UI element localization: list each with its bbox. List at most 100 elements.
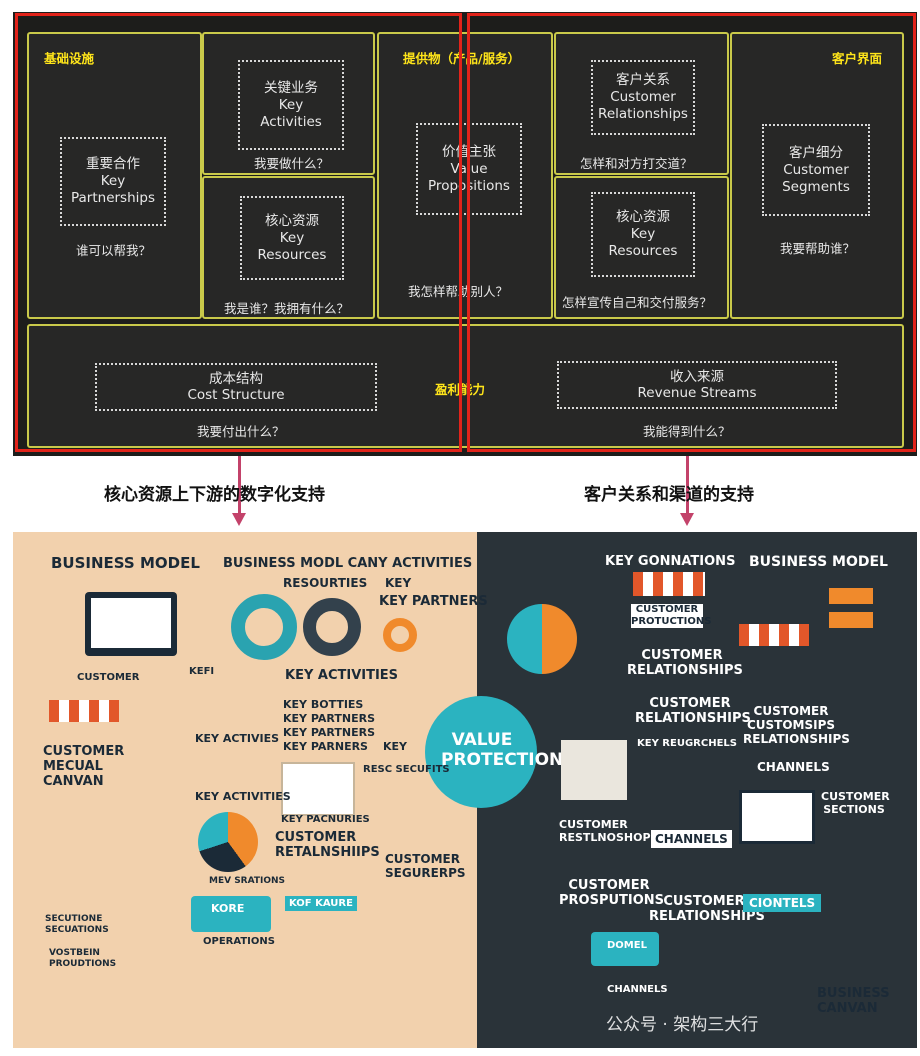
cost-structure-question: 我要付出什么？ <box>197 424 285 439</box>
infrastructure-header: 基础设施 <box>44 51 95 66</box>
poster-text: CUSTOMER PROTUCTIONS <box>631 604 712 628</box>
poster-text: CUSTOMER RELATIONSHIPS <box>649 894 765 924</box>
value-circle <box>425 696 537 808</box>
key-resources-box: 核心资源 Key Resources <box>240 196 344 280</box>
poster-text: KEY REUGRCHELS <box>637 738 737 749</box>
poster-text: RESOURTIES <box>283 576 368 590</box>
poster-text: CUSTOMER PROSPUTIONS <box>559 878 665 908</box>
poster-text: KEY ACTIVITIES <box>195 790 291 803</box>
pie-chart-icon <box>198 812 258 872</box>
poster-text: BUSINESS MODL CANY ACTIVITIES <box>223 556 473 571</box>
awning-icon <box>739 624 809 646</box>
poster-text: KEY <box>383 740 408 753</box>
truck-icon <box>191 896 271 932</box>
customer-relationships-en2: Relationships <box>598 106 688 122</box>
left-arrow-line <box>238 456 241 514</box>
customer-relationships-box: 客户关系 Customer Relationships <box>591 60 695 135</box>
key-partnerships-en2: Partnerships <box>70 190 155 206</box>
right-arrow-head <box>680 513 694 526</box>
customer-segments-cell: 客户界面 客户细分 Customer Segments 我要帮助谁？ <box>730 32 904 319</box>
poster-text: CUSTOMER MECUAL CANVAN <box>43 744 125 789</box>
key-activities-en2: Activities <box>260 113 322 130</box>
channels-zh: 核心资源 <box>616 209 670 225</box>
laptop-icon <box>739 790 815 844</box>
key-activities-cell: 关键业务 Key Activities 我要做什么？ <box>202 32 375 175</box>
poster-text: KORE <box>211 902 245 915</box>
poster-text: CUSTOMER <box>77 672 140 683</box>
gear-icon <box>383 618 417 652</box>
poster-text: CUSTOMER SECTIONS <box>821 790 890 816</box>
poster-text: CHANNELS <box>651 830 732 848</box>
key-activities-en1: Key <box>278 96 304 113</box>
poster-text: KOF KAURE <box>285 896 357 911</box>
poster-text: CIONTELS <box>743 894 822 912</box>
business-model-poster: VALUE PROTECTIONS BUSINESS MODEL BUSINES… <box>13 532 917 1048</box>
poster-text: CUSTOMER SEGURERPS <box>385 852 466 880</box>
awning-icon <box>49 700 119 722</box>
key-partnerships-cell: 基础设施 重要合作 Key Partnerships 谁可以帮我？ <box>27 32 202 319</box>
revenue-streams-en: Revenue Streams <box>637 385 757 401</box>
bar-chart-icon <box>281 762 355 816</box>
channels-question: 怎样宣传自己和交付服务？ <box>562 295 713 310</box>
poster-text: KEY ACTIVITIES <box>285 668 399 683</box>
poster-text: DOMEL <box>607 940 647 951</box>
customer-segments-en1: Customer <box>783 161 849 178</box>
left-arrow-head <box>232 513 246 526</box>
poster-text: KEY PACNURIES <box>281 814 370 825</box>
poster-text: CHANNELS <box>607 984 668 995</box>
poster-text: KEY PARTNERS <box>379 594 488 609</box>
right-arrow-line <box>686 456 689 514</box>
channels-en1: Key <box>630 226 656 242</box>
key-partnerships-en1: Key <box>100 173 126 189</box>
value-propositions-question: 我怎样帮助别人？ <box>408 284 509 299</box>
right-highlight-frame <box>467 13 916 452</box>
channels-box: 核心资源 Key Resources <box>591 192 695 277</box>
poster-text: CUSTOMER RELATIONSHIPS <box>635 696 751 726</box>
poster-text: SECUTIONE SECUATIONS <box>45 914 109 935</box>
truck-icon <box>591 932 659 966</box>
bank-icon <box>561 740 627 800</box>
key-activities-zh: 关键业务 <box>264 79 318 96</box>
poster-text: CUSTOMER RESTLNOSHOPS <box>559 818 659 844</box>
key-partnerships-box: 重要合作 Key Partnerships <box>60 137 166 226</box>
revenue-streams-box: 收入来源 Revenue Streams <box>557 361 837 409</box>
left-highlight-frame <box>15 13 462 452</box>
tag-icon <box>829 588 873 604</box>
monitor-screen <box>91 598 171 648</box>
key-partnerships-question: 谁可以帮我？ <box>76 243 152 258</box>
poster-text: BUSINESS MODEL <box>51 554 200 572</box>
poster-text: KEY GONNATIONS <box>605 554 736 569</box>
customer-relationships-question: 怎样和对方打交道？ <box>580 156 693 171</box>
poster-text: KEY BOTTIES <box>283 698 364 711</box>
revenue-streams-question: 我能得到什么？ <box>643 424 731 439</box>
key-partnerships-zh: 重要合作 <box>86 156 140 172</box>
key-resources-question: 我是谁？我拥有什么？ <box>224 301 350 316</box>
key-activities-question: 我要做什么？ <box>254 156 330 171</box>
right-caption: 客户关系和渠道的支持 <box>584 485 754 505</box>
business-model-canvas: 基础设施 重要合作 Key Partnerships 谁可以帮我？ 关键业务 K… <box>13 12 917 456</box>
awning-icon <box>633 572 705 596</box>
poster-text: KEY PARNERS <box>283 740 368 753</box>
gear-icon <box>303 598 361 656</box>
key-resources-cell: 核心资源 Key Resources 我是谁？我拥有什么？ <box>202 176 375 319</box>
value-propositions-title: VALUE PROTECTIONS <box>441 730 576 770</box>
customer-relationships-zh: 客户关系 <box>616 72 670 88</box>
key-resources-en2: Resources <box>257 246 327 263</box>
poster-text: BUSINESS CANVAN <box>817 986 890 1016</box>
poster-text: CUSTOMER RETALNSHIIPS <box>275 830 380 860</box>
poster-text: MEV SRATIONS <box>209 876 286 886</box>
poster-text: KEY PARTNERS <box>283 712 375 725</box>
customer-segments-question: 我要帮助谁？ <box>780 241 856 256</box>
poster-text: OPERATIONS <box>203 936 275 947</box>
poster-text: CUSTOMER RELATIONSHIPS <box>627 648 743 678</box>
cost-structure-zh: 成本结构 <box>209 371 263 387</box>
tag-icon <box>829 612 873 628</box>
revenue-streams-zh: 收入来源 <box>670 369 724 385</box>
customer-interface-header: 客户界面 <box>832 51 883 66</box>
customer-segments-zh: 客户细分 <box>789 144 843 161</box>
gear-icon <box>507 604 577 674</box>
poster-text: KEFI <box>189 666 215 677</box>
poster-text: CHANNELS <box>757 760 830 774</box>
customer-relationships-cell: 客户关系 Customer Relationships 怎样和对方打交道？ <box>554 32 729 175</box>
poster-text: RESC SECUFITS <box>363 764 450 775</box>
